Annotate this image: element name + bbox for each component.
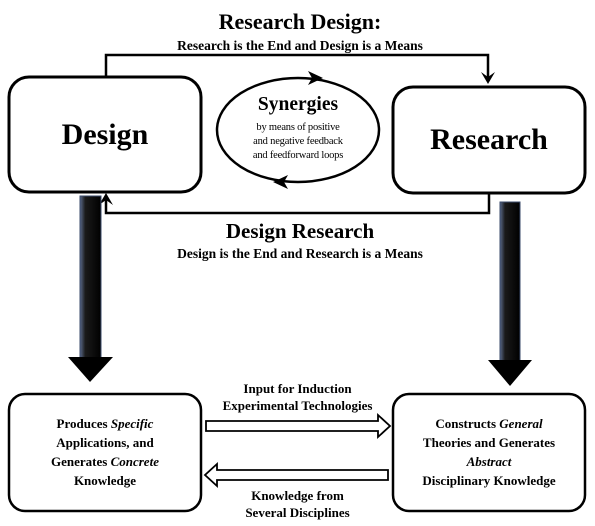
design-research-connector: [99, 193, 491, 215]
research-label: Research: [430, 123, 548, 156]
bottom-flow-label: Knowledge from Several Disciplines: [200, 487, 395, 521]
research-design-subtitle: Research is the End and Design is a Mean…: [177, 38, 423, 53]
arrowhead-down-icon: [481, 72, 495, 84]
bottom-flow-line2: Several Disciplines: [245, 505, 350, 520]
research-down-arrow: [488, 201, 532, 386]
synergies-line: and feedforward loops: [252, 150, 344, 161]
design-label: Design: [61, 117, 149, 151]
left-outcome-box: [7, 392, 203, 513]
right-outcome-line4: Disciplinary Knowledge: [422, 473, 556, 488]
right-outcome-line2: Theories and Generates: [422, 435, 556, 450]
left-outcome-line4: Knowledge: [73, 473, 137, 488]
bottom-flow-line1: Knowledge from: [251, 488, 344, 503]
synergies-line: by means of positive: [256, 122, 340, 133]
synergies-ellipse: [215, 71, 381, 189]
right-outcome-emph-general: General: [499, 416, 543, 431]
right-outcome-emph-abstract: Abstract: [466, 454, 512, 469]
top-flow-label: Input for Induction Experimental Technol…: [200, 380, 395, 414]
top-flow-line2: Experimental Technologies: [222, 398, 373, 413]
clockwise-arrow-icon: [308, 71, 323, 85]
left-outcome-text: Produces Specific Applications, and Gene…: [9, 414, 201, 490]
design-research-title: Design Research: [225, 219, 375, 243]
research-design-title: Research Design:: [218, 9, 382, 34]
right-outcome-box: [391, 392, 587, 513]
left-outcome-emph-concrete: Concrete: [110, 454, 159, 469]
design-research-subtitle: Design is the End and Research is a Mean…: [177, 246, 423, 261]
research-design-connector: [104, 53, 495, 84]
right-outcome-text: Constructs General Theories and Generate…: [393, 414, 585, 490]
synergies-description: by means of positive and negative feedba…: [218, 121, 378, 163]
counterclockwise-arrow-icon: [273, 175, 288, 189]
top-flow-line1: Input for Induction: [243, 381, 352, 396]
right-outcome-line1: Constructs: [435, 416, 500, 431]
synergies-line: and negative feedback: [253, 136, 343, 147]
hollow-left-arrow-icon: [203, 461, 389, 489]
synergies-title: Synergies: [257, 94, 339, 115]
left-outcome-line3: Generates: [51, 454, 111, 469]
hollow-right-arrow-icon: [205, 412, 392, 440]
left-outcome-emph-specific: Specific: [110, 416, 154, 431]
arrowhead-up-icon: [99, 193, 113, 205]
left-outcome-line2: Applications, and: [56, 435, 154, 450]
design-down-arrow: [68, 195, 113, 382]
left-outcome-line1: Produces: [56, 416, 111, 431]
